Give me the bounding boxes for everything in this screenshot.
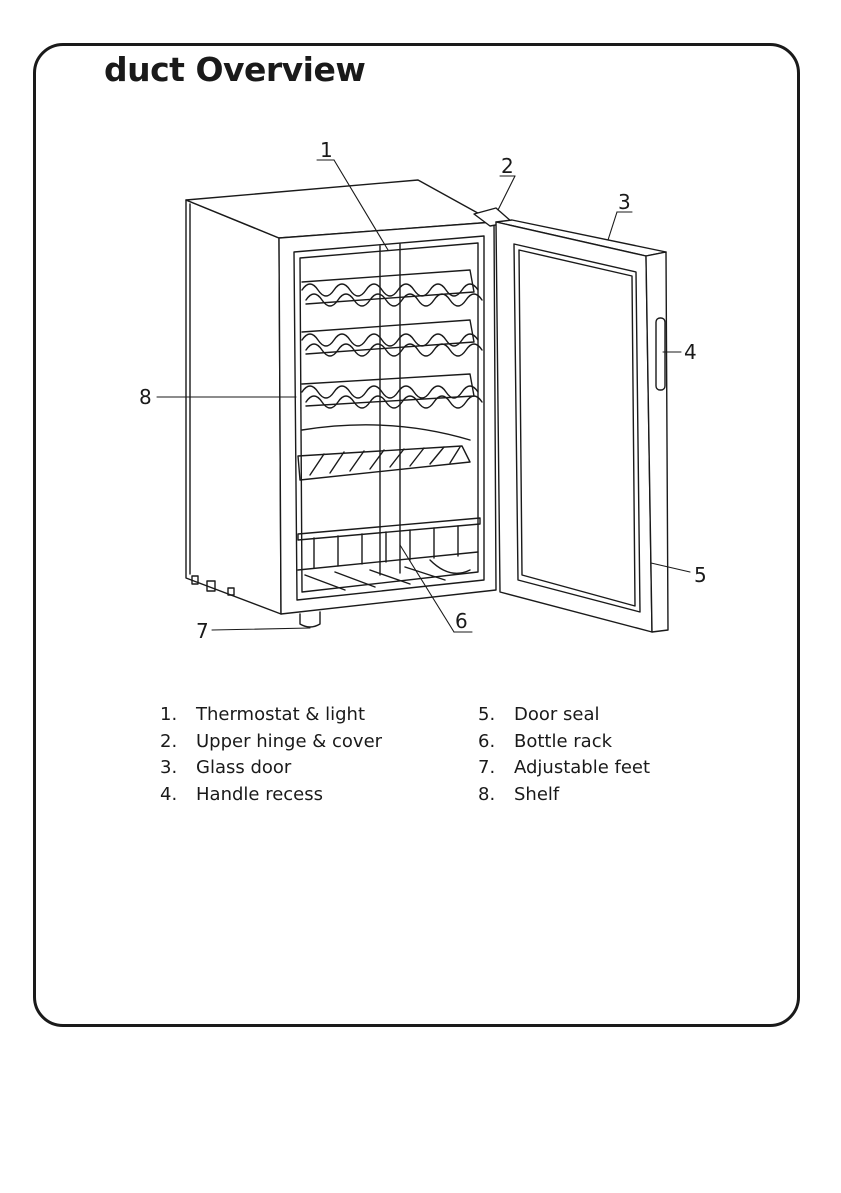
adjustable-foot [300, 612, 320, 627]
legend-number: 8. [478, 782, 514, 809]
legend-number: 5. [478, 702, 514, 729]
legend-right-column: 5. Door seal 6. Bottle rack 7. Adjustabl… [478, 702, 650, 808]
legend-left-column: 1. Thermostat & light 2. Upper hinge & c… [160, 702, 382, 808]
legend-label: Handle recess [196, 782, 323, 809]
callout-5: 5 [694, 563, 707, 587]
legend-number: 1. [160, 702, 196, 729]
legend-item: 2. Upper hinge & cover [160, 729, 382, 756]
callout-3: 3 [618, 190, 631, 214]
callout-8: 8 [139, 385, 152, 409]
legend-number: 2. [160, 729, 196, 756]
legend-label: Upper hinge & cover [196, 729, 382, 756]
callout-2: 2 [501, 154, 514, 178]
callout-7: 7 [196, 619, 209, 643]
legend-item: 1. Thermostat & light [160, 702, 382, 729]
legend-label: Shelf [514, 782, 559, 809]
glass-door [474, 208, 668, 632]
legend-item: 8. Shelf [478, 782, 650, 809]
legend-label: Glass door [196, 755, 291, 782]
legend-label: Door seal [514, 702, 600, 729]
legend-item: 6. Bottle rack [478, 729, 650, 756]
legend-number: 4. [160, 782, 196, 809]
legend-number: 3. [160, 755, 196, 782]
callout-6: 6 [455, 609, 468, 633]
legend-item: 5. Door seal [478, 702, 650, 729]
callout-1: 1 [320, 138, 333, 162]
legend-item: 4. Handle recess [160, 782, 382, 809]
callout-4: 4 [684, 340, 697, 364]
legend-label: Adjustable feet [514, 755, 650, 782]
legend-item: 3. Glass door [160, 755, 382, 782]
legend-label: Thermostat & light [196, 702, 365, 729]
legend-item: 7. Adjustable feet [478, 755, 650, 782]
legend-label: Bottle rack [514, 729, 612, 756]
legend-number: 6. [478, 729, 514, 756]
legend-number: 7. [478, 755, 514, 782]
